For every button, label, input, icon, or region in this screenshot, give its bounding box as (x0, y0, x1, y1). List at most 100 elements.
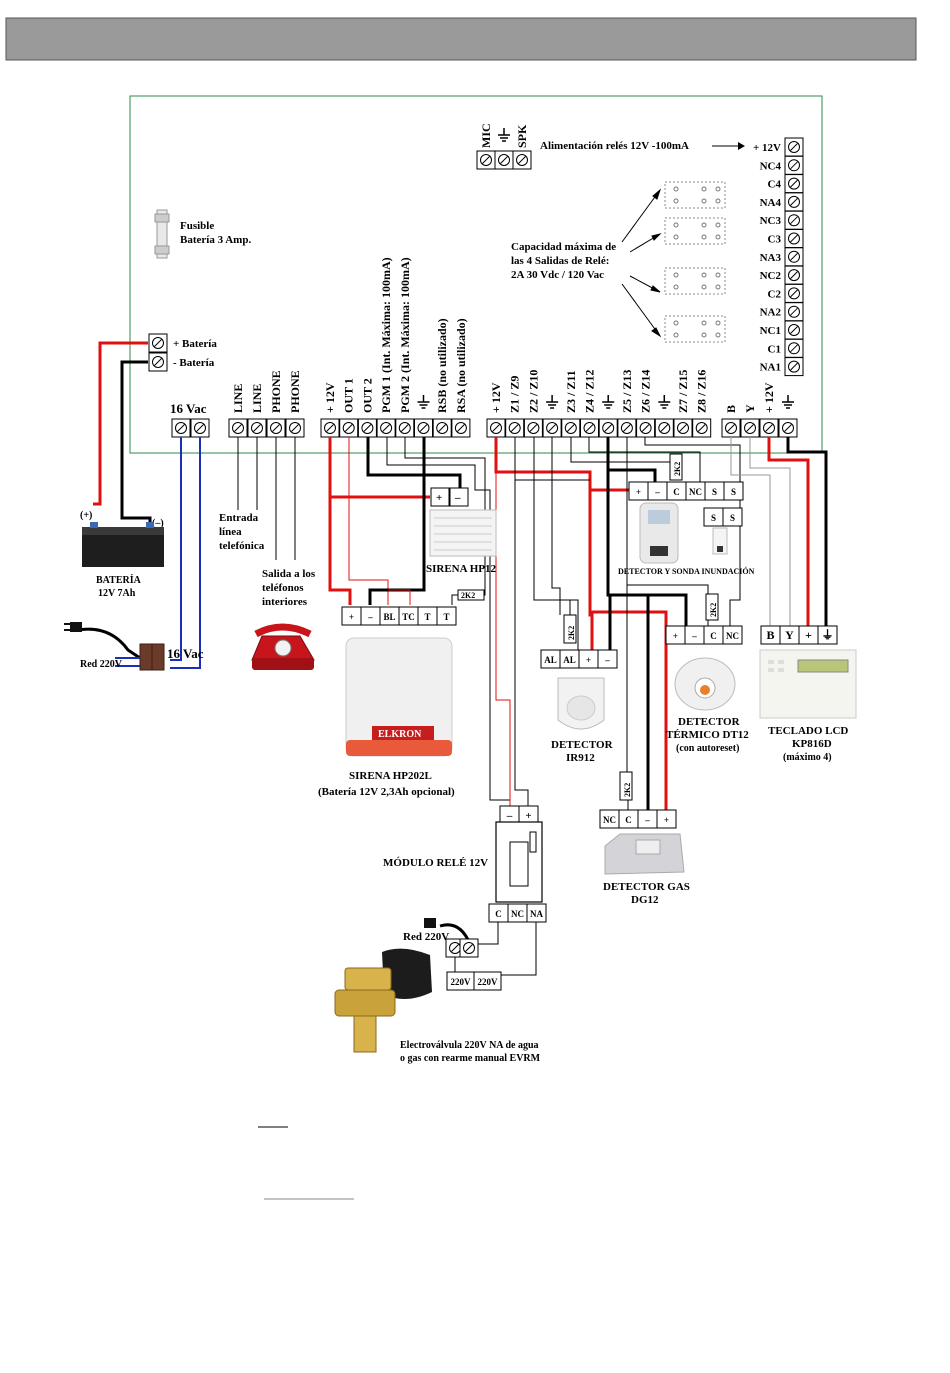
gas-detector-icon (604, 833, 685, 875)
relay-terminal-label: NC1 (760, 325, 781, 337)
zone-terminal-label: Z5 / Z13 (620, 370, 634, 413)
battery-minus-wire (120, 360, 152, 525)
transformer: Red 220V 16 Vac (64, 622, 204, 671)
terminal-box-label: + (673, 631, 678, 641)
terminal-screw (451, 418, 471, 438)
ir-plus-wire (588, 490, 594, 650)
siren-hp12: + – SIRENA HP12 (426, 487, 497, 575)
relay-terminal-label: + 12V (753, 142, 781, 154)
terminal-screw (784, 192, 804, 212)
terminal-screw (228, 418, 248, 438)
terminal-screw (784, 320, 804, 340)
terminal-box (656, 809, 677, 829)
terminal-screw (784, 174, 804, 194)
terminal-screw (721, 418, 741, 438)
relay-3 (664, 217, 726, 245)
ir912-detector-icon (557, 677, 605, 730)
valve-plug-icon (424, 918, 436, 928)
phone-int-label-2: teléfonos (262, 582, 304, 594)
terminal-screw (778, 418, 798, 438)
flood-probe-icon (712, 527, 728, 555)
siren-brand: ELKRON (378, 729, 422, 740)
siren-hp202-icon: ELKRON (345, 637, 453, 757)
terminal-screw (285, 418, 305, 438)
ir912-resistor: 2K2 (567, 626, 576, 640)
ground-icon (416, 394, 431, 409)
terminal-screw (505, 418, 525, 438)
terminal-screw (740, 418, 760, 438)
terminal-box-label: AL (544, 655, 557, 665)
zones-ground-wire (606, 437, 612, 650)
gas-detector-name: DETECTOR GAS (603, 881, 690, 893)
keypad-plus-wire (767, 437, 810, 627)
ground-icon (601, 394, 615, 409)
terminal-screw (561, 418, 581, 438)
gas-resistor: 2K2 (623, 783, 632, 797)
zone-terminal-label: + 12V (489, 382, 503, 413)
terminal-box-label: + (586, 655, 591, 665)
phone-line-label-1: Entrada (219, 512, 259, 524)
ground-icon (657, 394, 672, 409)
flood-ground-wire (608, 468, 657, 482)
terminal-box-label: – (691, 631, 697, 641)
fuse-label-line1: Fusible (180, 220, 214, 232)
ir912-name: DETECTOR (551, 739, 614, 751)
flood-resistor: 2K2 (673, 462, 682, 476)
phone-terminal-label: LINE (250, 384, 264, 413)
terminal-screw (148, 352, 168, 372)
transformer-vac-label: 16 Vac (167, 646, 204, 661)
telephone-icon (251, 623, 315, 670)
relay-terminal-label: C4 (768, 179, 782, 191)
relay-terminal-label: C2 (768, 288, 782, 300)
battery-plus-sign: (+) (80, 510, 92, 521)
dt12-line3: (con autoreset) (676, 743, 739, 754)
terminal-screw (171, 418, 191, 438)
terminal-screw (542, 418, 562, 438)
terminal-box-label: – (654, 487, 660, 497)
hp202-resistor: 2K2 (461, 591, 475, 600)
bus-terminal-label: Y (743, 404, 757, 413)
ir912-model: IR912 (566, 752, 595, 764)
terminal-box-label: NC (511, 909, 524, 919)
mic-label: MIC (479, 123, 493, 148)
output-terminal-label: RSA (no utilizado) (454, 318, 468, 413)
relay-terminal-label: NC2 (760, 270, 782, 282)
zones-12v-wire (494, 437, 630, 492)
battery-minus-label: - Batería (173, 357, 215, 369)
terminal-box-label: + (664, 815, 669, 825)
keypad-icon (759, 649, 857, 719)
electrovalve-icon (334, 948, 432, 1053)
battery: (+) (–) BATERÍA 12V 7Ah (80, 510, 164, 599)
zone-terminal-label: Z6 / Z14 (639, 370, 653, 413)
gas-detector-model: DG12 (631, 894, 659, 906)
terminal-box-label: S (730, 513, 735, 523)
plug-icon (70, 622, 82, 632)
terminal-box (436, 606, 457, 626)
terminal-box-label: – (506, 810, 513, 822)
dt12-line2: TÉRMICO DT12 (666, 729, 749, 741)
terminal-screw (784, 229, 804, 248)
relay-terminal-label: NC3 (760, 215, 782, 227)
relay-4 (664, 181, 726, 209)
keypad-model: KP816D (792, 738, 832, 750)
terminal-screw (759, 418, 779, 438)
phone-int-label-1: Salida a los (262, 568, 316, 580)
terminal-screw (617, 418, 637, 438)
relay-terminal-label: C3 (768, 234, 782, 246)
terminal-screw (654, 418, 674, 438)
terminal-box-label: B (766, 628, 774, 642)
output-terminal-label: RSB (no utilizado) (435, 318, 449, 413)
zone-terminal-label: Z2 / Z10 (526, 370, 540, 413)
keypad-name: TECLADO LCD (768, 725, 848, 737)
terminal-screw (432, 418, 452, 438)
phone-line-label-2: línea (219, 526, 242, 538)
terminal-screw (673, 418, 693, 438)
terminal-screw (523, 418, 543, 438)
